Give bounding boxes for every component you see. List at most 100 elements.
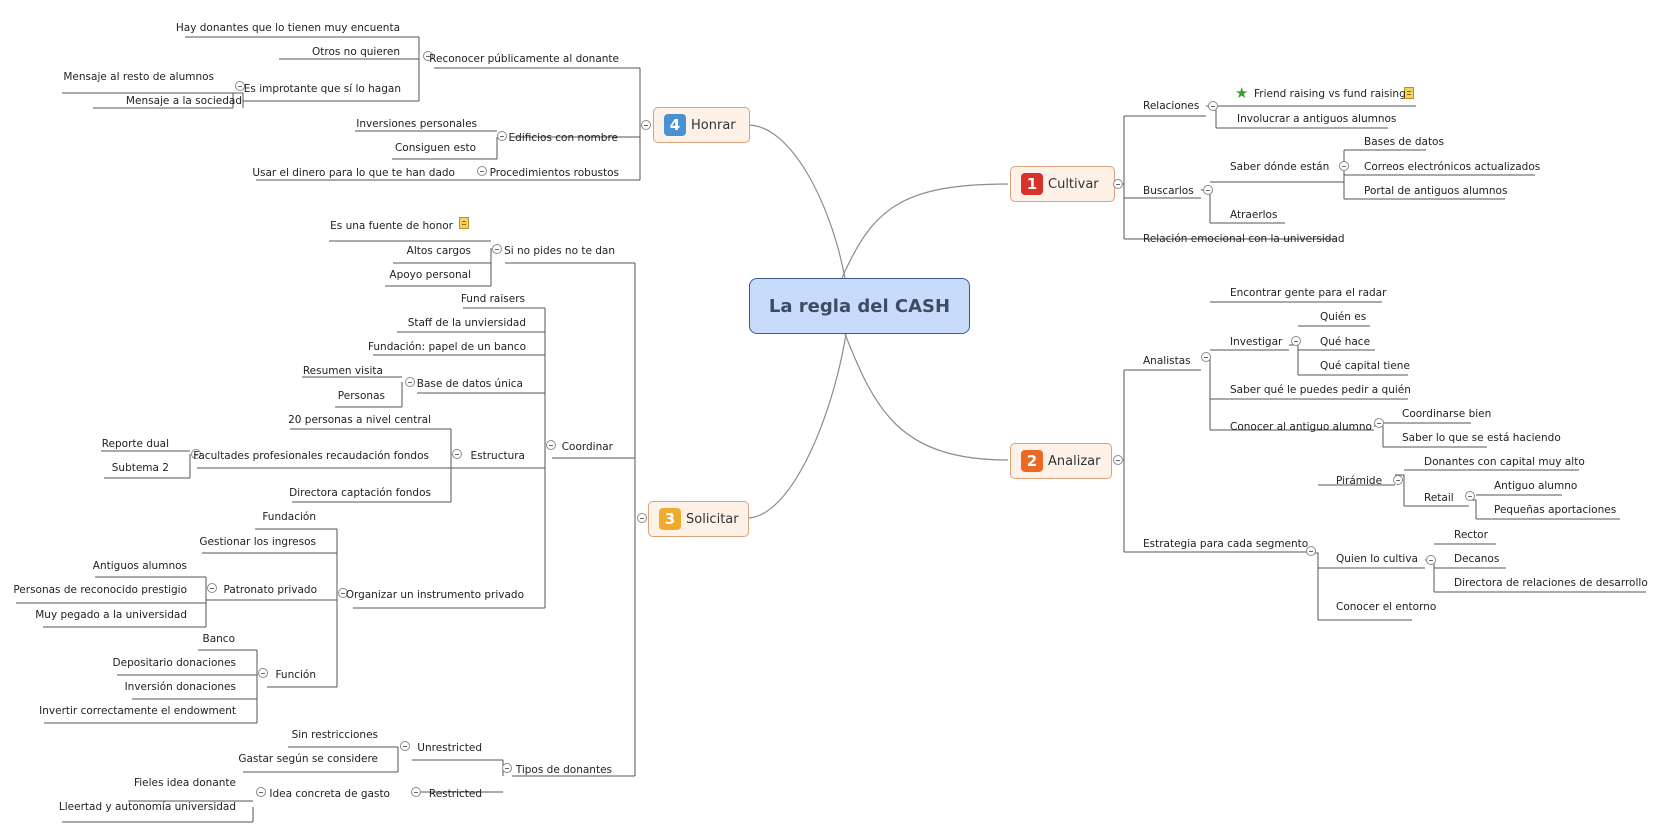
collapse-icon[interactable] bbox=[207, 583, 217, 593]
node-correos[interactable]: Correos electrónicos actualizados bbox=[1364, 161, 1541, 173]
node-saber-donde[interactable]: Saber dónde están bbox=[1230, 161, 1330, 173]
node-inversion-don[interactable]: Inversión donaciones bbox=[124, 681, 236, 693]
node-personas-prestigio[interactable]: Personas de reconocido prestigio bbox=[13, 584, 187, 596]
node-atraerlos[interactable]: Atraerlos bbox=[1230, 209, 1278, 221]
node-gestionar[interactable]: Gestionar los ingresos bbox=[199, 536, 316, 548]
node-unrestricted[interactable]: Unrestricted bbox=[417, 742, 482, 754]
collapse-icon[interactable] bbox=[1291, 336, 1301, 346]
collapse-icon[interactable] bbox=[502, 763, 512, 773]
collapse-icon[interactable] bbox=[256, 787, 266, 797]
node-que-hace[interactable]: Qué hace bbox=[1320, 336, 1371, 348]
collapse-icon[interactable] bbox=[400, 741, 410, 751]
node-gastar[interactable]: Gastar según se considere bbox=[238, 753, 378, 765]
collapse-icon[interactable] bbox=[405, 377, 415, 387]
collapse-icon[interactable] bbox=[1113, 455, 1123, 465]
node-muy-pegado[interactable]: Muy pegado a la universidad bbox=[35, 609, 187, 621]
node-base-unica[interactable]: Base de datos única bbox=[416, 378, 523, 390]
node-saber-lo-que[interactable]: Saber lo que se está haciendo bbox=[1402, 432, 1561, 444]
node-bases-datos[interactable]: Bases de datos bbox=[1364, 136, 1444, 148]
node-portal[interactable]: Portal de antiguos alumnos bbox=[1364, 185, 1508, 197]
node-encontrar[interactable]: Encontrar gente para el radar bbox=[1230, 287, 1387, 299]
node-es-improtante[interactable]: Es improtante que sí lo hagan bbox=[243, 83, 401, 95]
node-veinte-personas[interactable]: 20 personas a nivel central bbox=[288, 414, 431, 426]
collapse-icon[interactable] bbox=[497, 131, 507, 141]
node-apoyo-personal[interactable]: Apoyo personal bbox=[389, 269, 471, 281]
collapse-icon[interactable] bbox=[1465, 491, 1475, 501]
node-reconocer[interactable]: Reconocer públicamente al donante bbox=[429, 53, 619, 65]
branch-solicitar[interactable]: 3 Solicitar bbox=[648, 501, 749, 537]
branch-cultivar[interactable]: 1 Cultivar bbox=[1010, 166, 1115, 202]
node-investigar[interactable]: Investigar bbox=[1230, 336, 1283, 348]
node-relacion-emocional[interactable]: Relación emocional con la universidad bbox=[1143, 233, 1345, 245]
collapse-icon[interactable] bbox=[1203, 185, 1213, 195]
node-edificios[interactable]: Edificios con nombre bbox=[508, 132, 618, 144]
node-fund-raisers[interactable]: Fund raisers bbox=[460, 293, 525, 305]
node-idea-concreta[interactable]: Idea concreta de gasto bbox=[269, 788, 390, 800]
collapse-icon[interactable] bbox=[191, 449, 201, 459]
collapse-icon[interactable] bbox=[452, 449, 462, 459]
node-sin-restricciones[interactable]: Sin restricciones bbox=[291, 729, 378, 741]
node-usar-dinero[interactable]: Usar el dinero para lo que te han dado bbox=[252, 167, 455, 179]
note-icon[interactable] bbox=[1404, 87, 1414, 99]
collapse-icon[interactable] bbox=[1208, 101, 1218, 111]
node-directora-rel[interactable]: Directora de relaciones de desarrollo bbox=[1454, 577, 1648, 589]
collapse-icon[interactable] bbox=[1374, 418, 1384, 428]
collapse-icon[interactable] bbox=[546, 440, 556, 450]
central-topic[interactable]: La regla del CASH bbox=[749, 278, 970, 334]
node-coordinarse[interactable]: Coordinarse bien bbox=[1402, 408, 1492, 420]
branch-honrar[interactable]: 4 Honrar bbox=[653, 107, 750, 143]
node-involucrar[interactable]: Involucrar a antiguos alumnos bbox=[1237, 113, 1397, 125]
node-tipos[interactable]: Tipos de donantes bbox=[515, 764, 612, 776]
collapse-icon[interactable] bbox=[637, 513, 647, 523]
collapse-icon[interactable] bbox=[235, 81, 245, 91]
node-funcion[interactable]: Función bbox=[275, 669, 316, 681]
node-coordinar[interactable]: Coordinar bbox=[561, 441, 613, 453]
node-consiguen[interactable]: Consiguen esto bbox=[394, 142, 476, 154]
node-invertir[interactable]: Invertir correctamente el endowment bbox=[39, 705, 236, 717]
node-piramide[interactable]: Pirámide bbox=[1336, 475, 1383, 487]
node-pequenas[interactable]: Pequeñas aportaciones bbox=[1494, 504, 1617, 516]
node-friend-raising[interactable]: Friend raising vs fund raising bbox=[1254, 88, 1406, 100]
node-quien-es[interactable]: Quién es bbox=[1320, 311, 1367, 323]
node-fundacion-banco[interactable]: Fundación: papel de un banco bbox=[367, 341, 526, 353]
node-buscarlos[interactable]: Buscarlos bbox=[1143, 185, 1194, 197]
node-estructura[interactable]: Estructura bbox=[470, 450, 526, 462]
collapse-icon[interactable] bbox=[1339, 161, 1349, 171]
node-resumen-visita[interactable]: Resumen visita bbox=[302, 365, 383, 377]
node-analistas[interactable]: Analistas bbox=[1143, 355, 1191, 367]
collapse-icon[interactable] bbox=[423, 51, 433, 61]
collapse-icon[interactable] bbox=[338, 588, 348, 598]
node-quien-cultiva[interactable]: Quien lo cultiva bbox=[1336, 553, 1418, 565]
collapse-icon[interactable] bbox=[641, 120, 651, 130]
collapse-icon[interactable] bbox=[1306, 546, 1316, 556]
node-fuente-honor[interactable]: Es una fuente de honor bbox=[330, 220, 453, 232]
node-antiguos-alumnos[interactable]: Antiguos alumnos bbox=[92, 560, 187, 572]
node-hay-donantes[interactable]: Hay donantes que lo tienen muy encuenta bbox=[175, 22, 400, 34]
node-mensaje-resto[interactable]: Mensaje al resto de alumnos bbox=[63, 71, 214, 83]
node-fieles[interactable]: Fieles idea donante bbox=[133, 777, 236, 789]
collapse-icon[interactable] bbox=[1201, 352, 1211, 362]
collapse-icon[interactable] bbox=[477, 166, 487, 176]
collapse-icon[interactable] bbox=[1113, 179, 1123, 189]
node-facultades[interactable]: Facultades profesionales recaudación fon… bbox=[193, 450, 429, 462]
node-fundacion[interactable]: Fundación bbox=[262, 511, 316, 523]
node-inversiones-personales[interactable]: Inversiones personales bbox=[356, 118, 477, 130]
node-organizar[interactable]: Organizar un instrumento privado bbox=[345, 589, 524, 601]
note-icon[interactable] bbox=[459, 217, 469, 229]
node-patronato[interactable]: Patronato privado bbox=[223, 584, 317, 596]
node-retail[interactable]: Retail bbox=[1424, 492, 1454, 504]
node-saber-que[interactable]: Saber qué le puedes pedir a quién bbox=[1230, 384, 1411, 396]
node-lleertad[interactable]: Lleertad y autonomía universidad bbox=[58, 801, 236, 813]
node-otros-no[interactable]: Otros no quieren bbox=[311, 46, 400, 58]
node-antiguo-alumno[interactable]: Antiguo alumno bbox=[1494, 480, 1578, 492]
node-restricted[interactable]: Restricted bbox=[428, 788, 482, 800]
node-personas[interactable]: Personas bbox=[337, 390, 385, 402]
collapse-icon[interactable] bbox=[1426, 555, 1436, 565]
node-relaciones[interactable]: Relaciones bbox=[1143, 100, 1200, 112]
node-subtema2[interactable]: Subtema 2 bbox=[111, 462, 169, 474]
node-que-capital[interactable]: Qué capital tiene bbox=[1320, 360, 1410, 372]
collapse-icon[interactable] bbox=[258, 668, 268, 678]
node-rector[interactable]: Rector bbox=[1454, 529, 1488, 541]
node-staff[interactable]: Staff de la unviersidad bbox=[407, 317, 526, 329]
node-reporte-dual[interactable]: Reporte dual bbox=[101, 438, 169, 450]
